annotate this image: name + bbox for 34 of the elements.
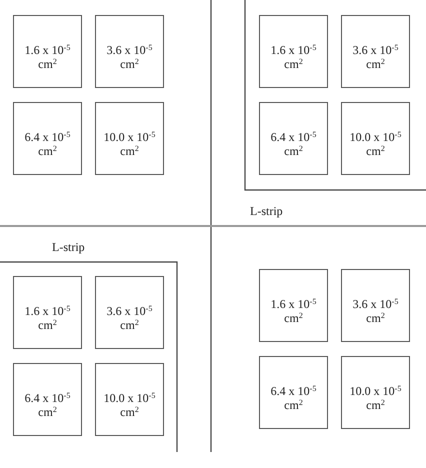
area-value: 3.6 x 10$^{-5}$ cm$^{2}$ — [106, 304, 154, 332]
pad-box — [13, 102, 82, 175]
pad-box — [13, 15, 82, 88]
area-value: 3.6 x 10$^{-5}$ cm$^{2}$ — [106, 42, 154, 70]
area-value: 6.4 x 10$^{-5}$ cm$^{2}$ — [24, 130, 72, 158]
area-value: 3.6 x 10$^{-5}$ cm$^{2}$ — [352, 42, 400, 70]
area-value: 10.0 x 10$^{-5}$ cm$^{2}$ — [102, 390, 156, 418]
pad-box — [341, 269, 410, 342]
pad-box — [95, 102, 164, 175]
pad-box — [95, 15, 164, 88]
pad-box — [13, 276, 82, 349]
pad-box — [341, 356, 410, 429]
area-value: 1.6 x 10$^{-5}$ cm$^{2}$ — [24, 42, 72, 70]
pad-box — [259, 269, 328, 342]
pad-box — [259, 15, 328, 88]
pad-box — [13, 363, 82, 436]
strip-label: L-strip — [52, 239, 85, 256]
area-value: 1.6 x 10$^{-5}$ cm$^{2}$ — [270, 296, 318, 324]
area-value: 10.0 x 10$^{-5}$ cm$^{2}$ — [348, 130, 402, 158]
strip-label: L-strip — [250, 203, 283, 220]
pad-box — [341, 15, 410, 88]
area-value: 6.4 x 10$^{-5}$ cm$^{2}$ — [270, 130, 318, 158]
pad-box — [95, 276, 164, 349]
area-value: 10.0 x 10$^{-5}$ cm$^{2}$ — [348, 384, 402, 412]
pad-box — [95, 363, 164, 436]
pad-box — [259, 356, 328, 429]
area-value: 1.6 x 10$^{-5}$ cm$^{2}$ — [24, 304, 72, 332]
area-value: 6.4 x 10$^{-5}$ cm$^{2}$ — [270, 384, 318, 412]
pad-box — [259, 102, 328, 175]
pad-box — [341, 102, 410, 175]
area-value: 1.6 x 10$^{-5}$ cm$^{2}$ — [270, 42, 318, 70]
area-value: 3.6 x 10$^{-5}$ cm$^{2}$ — [352, 296, 400, 324]
area-value: 10.0 x 10$^{-5}$ cm$^{2}$ — [102, 130, 156, 158]
area-value: 6.4 x 10$^{-5}$ cm$^{2}$ — [24, 390, 72, 418]
